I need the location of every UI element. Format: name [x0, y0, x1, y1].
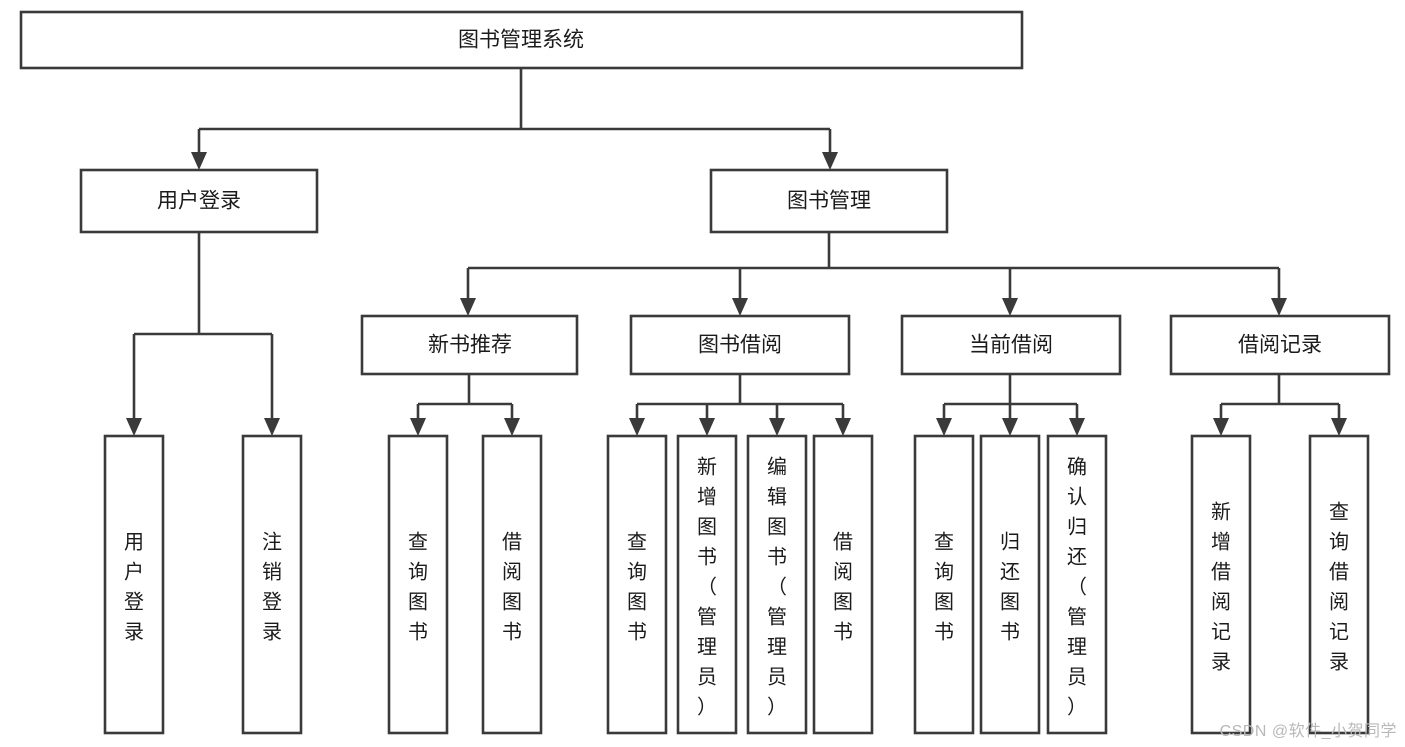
node-user-login-box[interactable]	[79, 168, 319, 234]
arrowhead-leaf-query-borrow-record	[1331, 418, 1347, 436]
arrowhead-leaf-add-borrow-record	[1213, 418, 1229, 436]
leaf-confirm-return-box[interactable]	[1046, 434, 1108, 735]
leaf-query-book-recommend[interactable]: 查询图书	[387, 434, 449, 735]
leaf-borrow-book[interactable]: 借阅图书	[812, 434, 874, 735]
leaf-borrow-book-recommend-label: 借阅图书	[502, 531, 522, 644]
leaf-logout[interactable]: 注销登录	[241, 434, 303, 735]
node-current-borrow-box[interactable]	[900, 314, 1122, 376]
arrowhead-leaf-add-book	[699, 418, 715, 436]
leaf-add-borrow-record-label: 新增借阅记录	[1211, 501, 1231, 674]
leaf-query-borrow-record-box[interactable]	[1308, 434, 1370, 735]
connector-group	[126, 68, 1347, 436]
node-borrow-record[interactable]: 借阅记录	[1169, 314, 1391, 376]
leaf-borrow-book-recommend-box[interactable]	[481, 434, 543, 735]
leaf-return-book[interactable]: 归还图书	[979, 434, 1041, 735]
arrowhead-leaf-logout	[264, 418, 280, 436]
leaf-query-book-label: 查询图书	[627, 531, 647, 644]
node-root-label: 图书管理系统	[458, 29, 584, 52]
arrowhead-current-borrow	[1002, 298, 1018, 316]
arrowhead-leaf-query-book-recommend	[410, 418, 426, 436]
arrowhead-new-book-recommend	[460, 298, 476, 316]
leaf-user-login-label: 用户登录	[124, 532, 144, 644]
leaf-query-borrow-record[interactable]: 查询借阅记录	[1308, 434, 1370, 735]
arrowhead-book-borrow	[732, 298, 748, 316]
leaf-query-borrow-record-label: 查询借阅记录	[1329, 501, 1349, 674]
node-book-borrow-box[interactable]	[629, 314, 851, 376]
leaf-query-book-box[interactable]	[606, 434, 668, 735]
leaf-confirm-return-label: 确认归还（管理员）	[1067, 456, 1087, 719]
node-user-login-label: 用户登录	[157, 190, 241, 213]
arrowhead-leaf-confirm-return	[1069, 418, 1085, 436]
arrowhead-borrow-record	[1271, 298, 1287, 316]
leaf-add-book-box[interactable]	[676, 434, 738, 735]
node-book-borrow[interactable]: 图书借阅	[629, 314, 851, 376]
leaf-add-borrow-record-box[interactable]	[1190, 434, 1252, 735]
leaf-edit-book-label: 编辑图书（管理员）	[767, 456, 787, 719]
leaf-borrow-book-label: 借阅图书	[833, 531, 853, 644]
leaf-confirm-return[interactable]: 确认归还（管理员）	[1046, 434, 1108, 735]
leaf-add-book[interactable]: 新增图书（管理员）	[676, 434, 738, 735]
node-book-management-label: 图书管理	[787, 190, 871, 213]
arrowhead-leaf-return-book	[1002, 418, 1018, 436]
node-new-book-recommend[interactable]: 新书推荐	[360, 314, 579, 376]
node-book-management-box[interactable]	[709, 168, 949, 234]
leaf-edit-book-box[interactable]	[746, 434, 808, 735]
node-root[interactable]: 图书管理系统	[19, 10, 1024, 70]
node-user-login[interactable]: 用户登录	[79, 168, 319, 234]
leaf-query-book-current[interactable]: 查询图书	[913, 434, 975, 735]
node-current-borrow-label: 当前借阅	[969, 334, 1053, 357]
leaf-query-book-current-label: 查询图书	[934, 531, 954, 644]
node-book-borrow-label: 图书借阅	[698, 334, 782, 357]
arrowhead-leaf-user-login	[126, 418, 142, 436]
leaf-borrow-book-box[interactable]	[812, 434, 874, 735]
leaf-borrow-book-recommend[interactable]: 借阅图书	[481, 434, 543, 735]
leaf-user-login[interactable]: 用户登录	[103, 434, 165, 735]
leaf-user-login-box[interactable]	[103, 434, 165, 735]
leaf-add-book-label: 新增图书（管理员）	[697, 456, 717, 719]
leaf-return-book-box[interactable]	[979, 434, 1041, 735]
node-current-borrow[interactable]: 当前借阅	[900, 314, 1122, 376]
node-borrow-record-label: 借阅记录	[1238, 334, 1322, 357]
leaf-logout-box[interactable]	[241, 434, 303, 735]
node-new-book-recommend-label: 新书推荐	[428, 334, 512, 357]
leaf-add-borrow-record[interactable]: 新增借阅记录	[1190, 434, 1252, 735]
leaf-query-book-recommend-label: 查询图书	[408, 531, 428, 644]
node-book-management[interactable]: 图书管理	[709, 168, 949, 234]
csdn-watermark: CSDN @软件_小贺同学	[1219, 723, 1397, 740]
leaf-query-book-recommend-box[interactable]	[387, 434, 449, 735]
leaf-query-book[interactable]: 查询图书	[606, 434, 668, 735]
arrowhead-book-management	[822, 152, 838, 170]
arrowhead-user-login	[191, 152, 207, 170]
leaf-edit-book[interactable]: 编辑图书（管理员）	[746, 434, 808, 735]
arrowhead-leaf-borrow-book-recommend	[504, 418, 520, 436]
leaf-logout-label: 注销登录	[262, 531, 282, 644]
node-borrow-record-box[interactable]	[1169, 314, 1391, 376]
node-new-book-recommend-box[interactable]	[360, 314, 579, 376]
arrowhead-leaf-query-book	[629, 418, 645, 436]
leaf-query-book-current-box[interactable]	[913, 434, 975, 735]
arrowhead-leaf-edit-book	[769, 418, 785, 436]
node-root-box[interactable]	[19, 10, 1024, 70]
leaf-return-book-label: 归还图书	[1000, 531, 1020, 644]
arrowhead-leaf-query-book-current	[936, 418, 952, 436]
arrowhead-leaf-borrow-book	[835, 418, 851, 436]
